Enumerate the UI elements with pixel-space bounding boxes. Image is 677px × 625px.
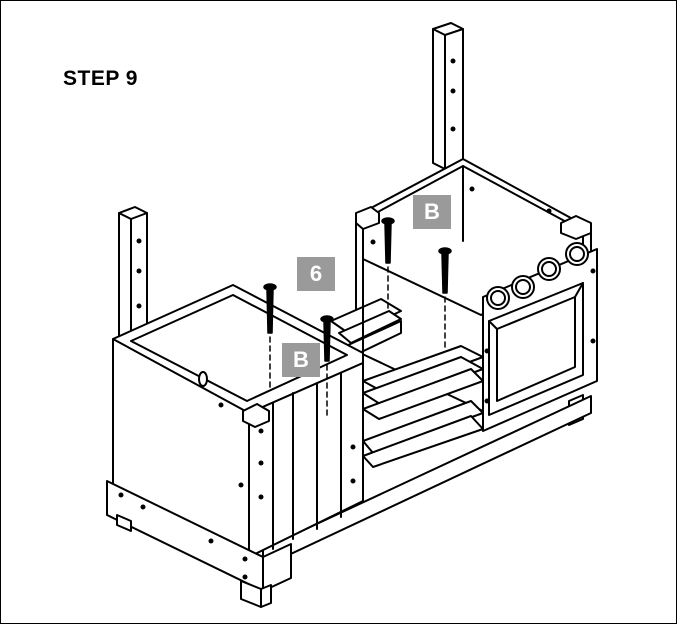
part-label-b: B xyxy=(282,343,320,377)
step-title: STEP 9 xyxy=(63,67,138,90)
screw-icon xyxy=(263,217,452,420)
left-back-post xyxy=(118,206,148,342)
right-back-post xyxy=(432,22,464,170)
quantity-label: 6 xyxy=(297,257,335,291)
stove-knobs xyxy=(486,242,589,310)
oven-front xyxy=(482,248,598,432)
left-module-base xyxy=(106,480,292,608)
part-label-b: B xyxy=(413,195,451,229)
shelf-slats xyxy=(330,258,484,472)
